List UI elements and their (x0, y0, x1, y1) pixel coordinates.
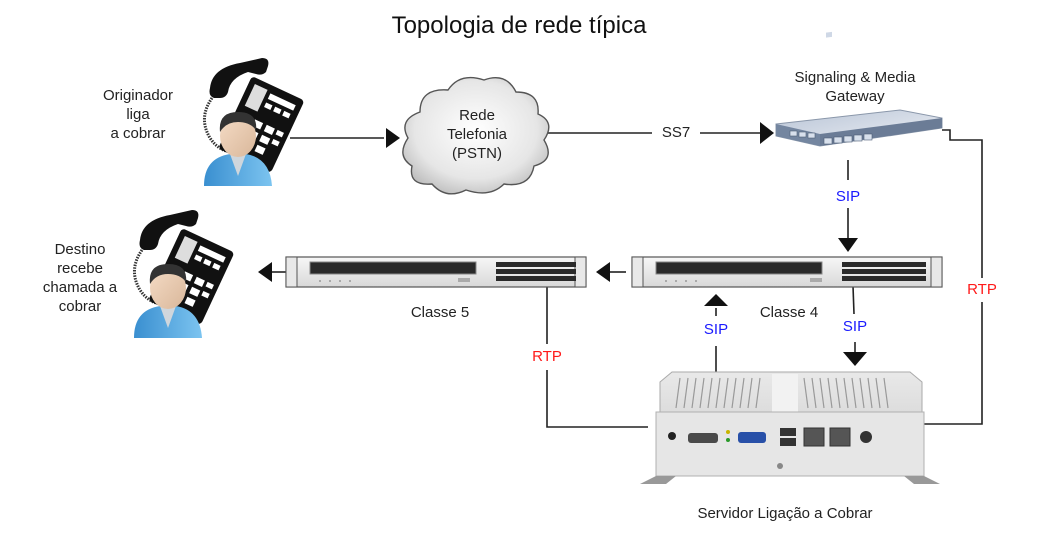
destination-label-line: Destino (54, 241, 106, 258)
class5-label: Classe 5 (410, 304, 470, 321)
originator-label-line: Originador (102, 87, 174, 104)
class5-rack-server-icon (285, 256, 587, 288)
gateway-label-line: Gateway (825, 88, 885, 105)
sip-class4-server-label: SIP (842, 318, 868, 335)
arrow-to-class4 (838, 238, 858, 252)
destination-icon (132, 208, 237, 340)
arrow-to-destination (258, 262, 272, 282)
class4-label: Classe 4 (759, 304, 819, 321)
pstn-label: Rede Telefonia (PSTN) (424, 106, 530, 163)
link-class4-sip-down-top (852, 285, 855, 315)
diagram-title: Topologia de rede típica (391, 12, 647, 39)
rtp-class5-server-label: RTP (532, 348, 562, 365)
rtp-gateway-server-label: RTP (967, 281, 997, 298)
destination-label: Destino recebe chamada a cobrar (30, 240, 130, 316)
gateway-label-line: Signaling & Media (794, 69, 916, 86)
gateway-label: Signaling & Media Gateway (770, 68, 940, 106)
gateway-switch-icon (775, 31, 943, 147)
originator-icon (202, 56, 307, 188)
sip-gateway-class4-label: SIP (835, 188, 861, 205)
pstn-cloud-icon (402, 76, 550, 195)
originator-label: Originador liga a cobrar (88, 86, 188, 143)
pstn-label-line: Telefonia (446, 126, 508, 143)
destination-label-line: recebe (57, 260, 103, 277)
arrow-up-to-class4 (704, 294, 728, 306)
arrow-to-class5 (596, 262, 610, 282)
arrow-to-gateway (760, 122, 774, 144)
originator-label-line: a cobrar (110, 125, 166, 142)
server-label: Servidor Ligação a Cobrar (697, 505, 873, 522)
originator-label-line: liga (126, 106, 150, 123)
destination-label-line: chamada a (42, 279, 118, 296)
destination-label-line: cobrar (58, 298, 102, 315)
sip-server-class4-label: SIP (703, 321, 729, 338)
link-gateway-rtp-top (942, 129, 983, 278)
connectors (272, 129, 983, 428)
arrowheads (258, 122, 867, 366)
link-gateway-rtp-bottom (915, 302, 983, 425)
server-embedded-pc-icon (640, 371, 940, 484)
arrow-down-to-server (843, 352, 867, 366)
link-class5-rtp-bottom (546, 370, 648, 428)
class4-rack-server-icon (631, 256, 943, 288)
pstn-label-line: Rede (459, 107, 495, 124)
ss7-link-label: SS7 (661, 124, 691, 141)
arrow-to-pstn (386, 128, 400, 148)
pstn-label-line: (PSTN) (452, 145, 502, 162)
